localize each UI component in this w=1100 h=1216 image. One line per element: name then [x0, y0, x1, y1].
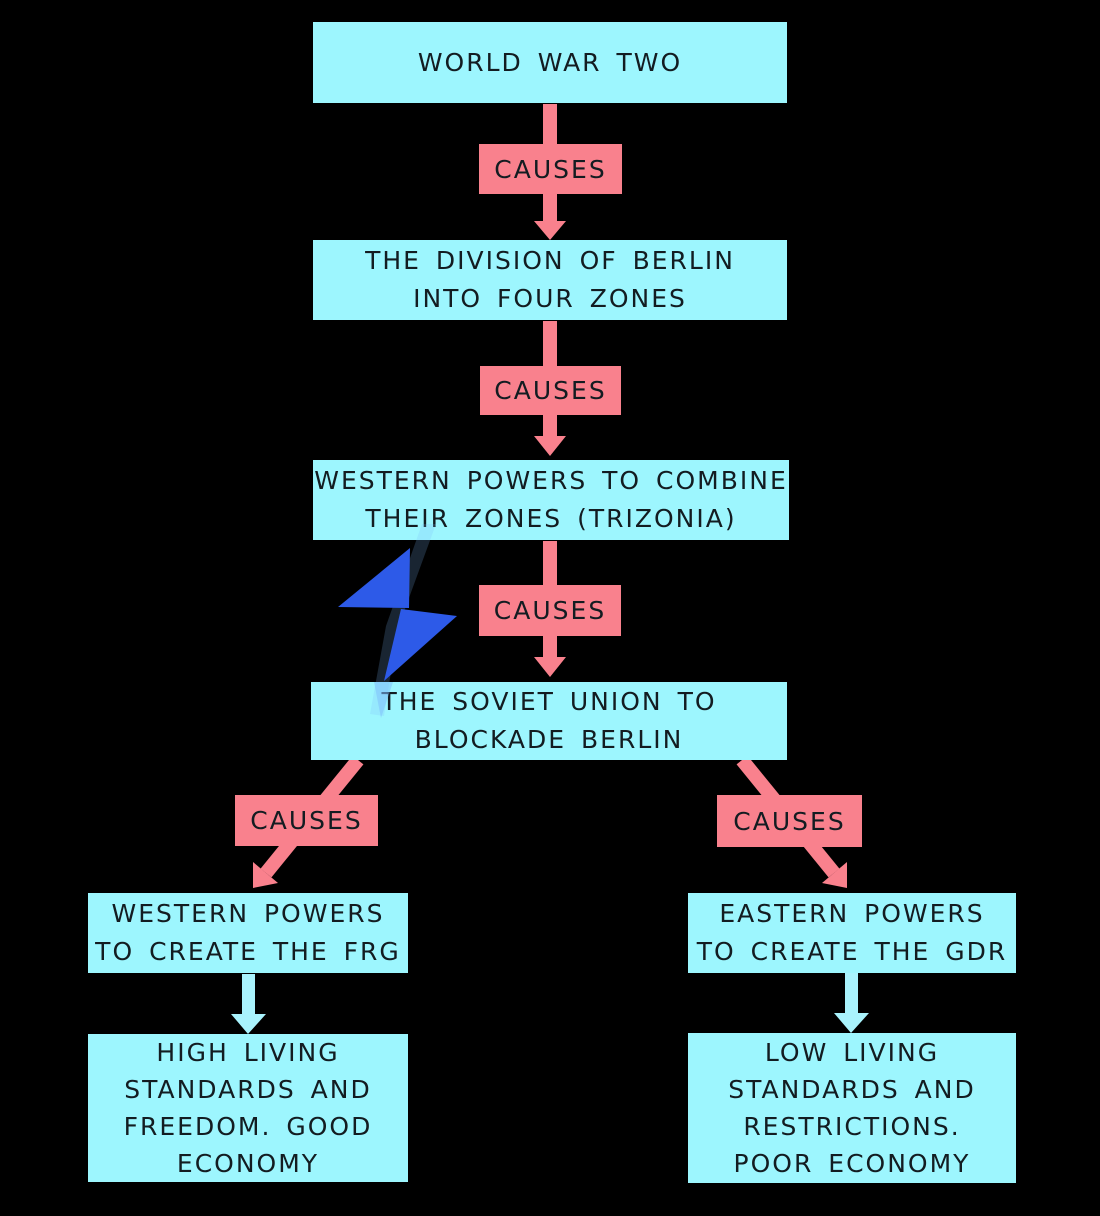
- node-text-line: BLOCKADE BERLIN: [414, 725, 684, 754]
- causes-text: CAUSES: [494, 154, 607, 184]
- node-text-line: WESTERN POWERS TO COMBINE: [314, 466, 788, 495]
- node-text-line: LOW LIVING: [764, 1038, 940, 1067]
- causes-label-5: CAUSES: [717, 795, 862, 847]
- node-text-line: WESTERN POWERS: [111, 899, 385, 928]
- node-west-outcome: HIGH LIVING STANDARDS AND FREEDOM. GOOD …: [88, 1034, 408, 1182]
- node-trizonia: WESTERN POWERS TO COMBINE THEIR ZONES (T…: [313, 460, 789, 540]
- node-text-line: THE SOVIET UNION TO: [381, 687, 717, 716]
- node-text-line: TO CREATE THE GDR: [696, 937, 1008, 966]
- node-text-line: HIGH LIVING: [156, 1038, 340, 1067]
- node-text-line: TO CREATE THE FRG: [95, 937, 401, 966]
- causes-text: CAUSES: [494, 376, 607, 405]
- causes-label-4: CAUSES: [235, 795, 378, 846]
- arrow-frg-to-west-outcome: [231, 974, 266, 1034]
- node-world-war-two: WORLD WAR TWO: [313, 22, 787, 103]
- node-text-line: THE DIVISION OF BERLIN: [365, 246, 735, 275]
- node-text-line: STANDARDS AND: [124, 1075, 372, 1104]
- arrow-gdr-to-east-outcome: [834, 973, 869, 1033]
- node-text-line: STANDARDS AND: [728, 1075, 976, 1104]
- causes-label-1: CAUSES: [479, 144, 622, 194]
- node-text-line: FREEDOM. GOOD: [123, 1112, 373, 1141]
- node-berlin-blockade: THE SOVIET UNION TO BLOCKADE BERLIN: [311, 682, 787, 760]
- node-text-line: EASTERN POWERS: [719, 899, 985, 928]
- node-text-line: POOR ECONOMY: [733, 1149, 971, 1178]
- causes-text: CAUSES: [250, 806, 363, 835]
- node-text-line: RESTRICTIONS.: [743, 1112, 961, 1141]
- node-text-line: INTO FOUR ZONES: [413, 284, 687, 313]
- node-create-gdr: EASTERN POWERS TO CREATE THE GDR: [688, 893, 1016, 973]
- node-east-outcome: LOW LIVING STANDARDS AND RESTRICTIONS. P…: [688, 1033, 1016, 1183]
- causes-text: CAUSES: [733, 806, 846, 836]
- node-text-line: THEIR ZONES (TRIZONIA): [365, 504, 737, 533]
- causes-label-2: CAUSES: [480, 366, 621, 415]
- node-text-line: ECONOMY: [176, 1149, 320, 1178]
- node-text-line: WORLD WAR TWO: [417, 47, 683, 77]
- causes-label-3: CAUSES: [479, 585, 621, 636]
- causes-text: CAUSES: [493, 596, 607, 625]
- node-create-frg: WESTERN POWERS TO CREATE THE FRG: [88, 893, 408, 973]
- node-division-of-berlin: THE DIVISION OF BERLIN INTO FOUR ZONES: [313, 240, 787, 320]
